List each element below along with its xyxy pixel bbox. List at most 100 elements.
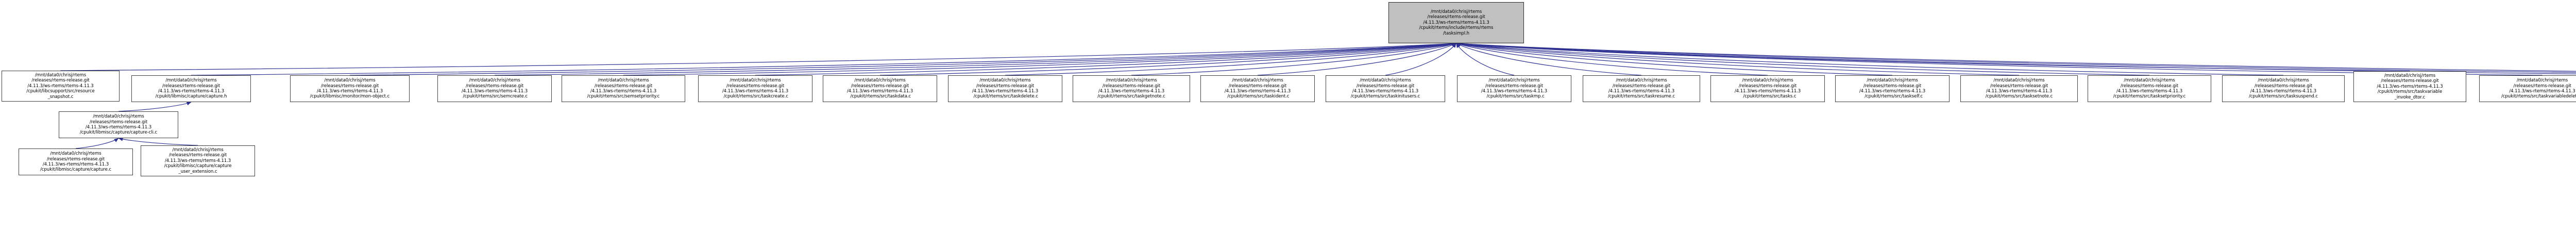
graph-node-line: /4.11.3/ws-rtems/rtems-4.11.3 xyxy=(1986,89,2053,94)
graph-node-line: /cpukit/libcsupport/src/resource xyxy=(26,89,95,94)
graph-node-line: /cpukit/libmisc/capture/capture.h xyxy=(155,94,227,100)
graph-node-line: /mnt/data0/chrisj/rtems xyxy=(1867,78,1918,84)
graph-node-line: /4.11.3/ws-rtems/rtems-4.11.3 xyxy=(1224,89,1291,94)
graph-edge xyxy=(1257,43,1456,76)
graph-node-line: /4.11.3/ws-rtems/rtems-4.11.3 xyxy=(1481,89,1548,94)
graph-node[interactable]: /mnt/data0/chrisj/rtems/releases/rtems-r… xyxy=(1583,75,1700,102)
graph-node-line: /mnt/data0/chrisj/rtems xyxy=(172,147,224,153)
graph-node[interactable]: /mnt/data0/chrisj/rtems/releases/rtems-r… xyxy=(1200,75,1315,102)
graph-node-line: /tasksimpl.h xyxy=(1443,30,1470,36)
graph-node-line: /4.11.3/ws-rtems/rtems-4.11.3 xyxy=(846,89,913,94)
graph-node-line: /4.11.3/ws-rtems/rtems-4.11.3 xyxy=(2509,89,2575,94)
graph-node[interactable]: /mnt/data0/chrisj/rtems/releases/rtems-r… xyxy=(290,75,410,102)
graph-node-line: /mnt/data0/chrisj/rtems xyxy=(1360,78,1411,84)
graph-node[interactable]: /mnt/data0/chrisj/rtems/releases/rtems-r… xyxy=(823,75,937,102)
graph-node[interactable]: /mnt/data0/chrisj/rtems/releases/rtems-r… xyxy=(1326,75,1445,102)
graph-node-line: /mnt/data0/chrisj/rtems xyxy=(1616,78,1667,84)
graph-node[interactable]: /mnt/data0/chrisj/rtems/releases/rtems-r… xyxy=(19,148,133,175)
graph-node-line: /mnt/data0/chrisj/rtems xyxy=(2384,73,2436,78)
graph-edge xyxy=(1456,42,2576,72)
graph-node-line: /mnt/data0/chrisj/rtems xyxy=(2516,78,2568,84)
graph-edge xyxy=(60,42,1456,71)
graph-node[interactable]: /mnt/data0/chrisj/rtems/releases/rtems-r… xyxy=(1835,75,1950,102)
graph-node-line: /cpukit/rtems/include/rtems/rtems xyxy=(1419,25,1494,31)
graph-node[interactable]: /mnt/data0/chrisj/rtems/releases/rtems-r… xyxy=(1073,75,1190,102)
graph-edge xyxy=(1456,42,2284,76)
graph-node-line: /mnt/data0/chrisj/rtems xyxy=(979,78,1031,84)
graph-edge xyxy=(118,137,198,146)
graph-node-line: /4.11.3/ws-rtems/rtems-4.11.3 xyxy=(316,89,383,94)
graph-node-line: /releases/rtems-release.git xyxy=(1990,83,2048,89)
graph-edge xyxy=(75,138,119,149)
graph-node-line: /releases/rtems-release.git xyxy=(31,78,90,84)
graph-node-line: /releases/rtems-release.git xyxy=(168,153,227,158)
graph-node-line: /4.11.3/ws-rtems/rtems-4.11.3 xyxy=(1352,89,1419,94)
graph-node-line: /4.11.3/ws-rtems/rtems-4.11.3 xyxy=(972,89,1039,94)
graph-node[interactable]: /mnt/data0/chrisj/rtems/releases/rtems-r… xyxy=(437,75,552,102)
graph-node[interactable]: /mnt/data0/chrisj/rtems/releases/rtems-r… xyxy=(1960,75,2078,102)
graph-node-line: /cpukit/rtems/src/taskdata.c xyxy=(849,94,911,100)
graph-node[interactable]: /mnt/data0/chrisj/rtems/releases/rtems-r… xyxy=(562,75,685,102)
graph-node-root[interactable]: /mnt/data0/chrisj/rtems/releases/rtems-r… xyxy=(1388,2,1524,43)
graph-node-line: /mnt/data0/chrisj/rtems xyxy=(35,72,87,78)
graph-edge xyxy=(349,42,1456,76)
graph-node-line: /mnt/data0/chrisj/rtems xyxy=(1993,78,2045,84)
graph-edge xyxy=(1456,42,2576,75)
graph-node-line: /cpukit/rtems/src/taskself.c xyxy=(1861,94,1923,100)
graph-node-line: /cpukit/rtems/src/tasksuspend.c xyxy=(2248,94,2318,100)
graph-node-line: /releases/rtems-release.git xyxy=(89,119,148,125)
graph-node-line: /mnt/data0/chrisj/rtems xyxy=(469,78,520,84)
graph-node-line: /4.11.3/ws-rtems/rtems-4.11.3 xyxy=(2116,89,2183,94)
graph-node-line: /cpukit/rtems/src/semsetpriority.c xyxy=(587,94,660,100)
graph-node-line: /releases/rtems-release.git xyxy=(1228,83,1287,89)
graph-node-line: /releases/rtems-release.git xyxy=(1738,83,1797,89)
graph-edge xyxy=(118,102,192,112)
graph-node-line: /cpukit/rtems/src/taskmp.c xyxy=(1484,94,1545,100)
graph-node-line: /releases/rtems-release.git xyxy=(320,83,379,89)
graph-node[interactable]: /mnt/data0/chrisj/rtems/releases/rtems-r… xyxy=(1710,75,1825,102)
graph-node[interactable]: /mnt/data0/chrisj/rtems/releases/rtems-r… xyxy=(948,75,1062,102)
graph-node[interactable]: /mnt/data0/chrisj/rtems/releases/rtems-r… xyxy=(2222,75,2345,102)
graph-node-line: /releases/rtems-release.git xyxy=(1427,14,1485,20)
graph-node-line: /4.11.3/ws-rtems/rtems-4.11.3 xyxy=(1859,89,1926,94)
graph-node[interactable]: /mnt/data0/chrisj/rtems/releases/rtems-r… xyxy=(141,145,255,176)
graph-edge xyxy=(191,42,1456,76)
graph-node[interactable]: /mnt/data0/chrisj/rtems/releases/rtems-r… xyxy=(131,75,251,102)
graph-node[interactable]: /mnt/data0/chrisj/rtems/releases/rtems-r… xyxy=(2353,71,2466,102)
graph-node-line: /cpukit/rtems/src/tasksetnote.c xyxy=(1985,94,2053,100)
graph-node[interactable]: /mnt/data0/chrisj/rtems/releases/rtems-r… xyxy=(59,111,178,138)
graph-node-line: _snapshot.c xyxy=(47,94,74,100)
graph-edge xyxy=(755,42,1456,76)
graph-node[interactable]: /mnt/data0/chrisj/rtems/releases/rtems-r… xyxy=(2,71,120,102)
graph-node-line: /cpukit/rtems/src/taskresume.c xyxy=(1607,94,1675,100)
graph-node-line: /mnt/data0/chrisj/rtems xyxy=(93,114,144,120)
graph-node-line: /4.11.3/ws-rtems/rtems-4.11.3 xyxy=(1734,89,1801,94)
graph-node[interactable]: /mnt/data0/chrisj/rtems/releases/rtems-r… xyxy=(1457,75,1571,102)
graph-edge xyxy=(1455,43,1515,76)
graph-edge xyxy=(1456,42,2543,76)
graph-node-line: /cpukit/rtems/src/tasksetpriority.c xyxy=(2113,94,2186,100)
graph-node-line: /cpukit/rtems/src/taskvariable xyxy=(2377,89,2443,95)
graph-node-line: /releases/rtems-release.git xyxy=(162,83,221,89)
graph-node[interactable]: /mnt/data0/chrisj/rtems/releases/rtems-r… xyxy=(2088,75,2211,102)
graph-node[interactable]: /mnt/data0/chrisj/rtems/releases/rtems-r… xyxy=(698,75,812,102)
graph-node-line: /mnt/data0/chrisj/rtems xyxy=(1430,9,1482,14)
graph-node-line: /releases/rtems-release.git xyxy=(1485,83,1544,89)
graph-edge xyxy=(879,42,1456,76)
graph-node-line: _user_extension.c xyxy=(178,169,217,174)
graph-node-line: /releases/rtems-release.git xyxy=(46,156,105,162)
graph-node[interactable]: /mnt/data0/chrisj/rtems/releases/rtems-r… xyxy=(2479,75,2576,102)
graph-edge xyxy=(1005,42,1456,76)
graph-node-line: /mnt/data0/chrisj/rtems xyxy=(2124,78,2175,84)
graph-node-line: /cpukit/rtems/src/taskgetnote.c xyxy=(1097,94,1165,100)
graph-node-line: /releases/rtems-release.git xyxy=(726,83,785,89)
graph-node-line: /mnt/data0/chrisj/rtems xyxy=(1742,78,1793,84)
graph-node-line: /4.11.3/ws-rtems/rtems-4.11.3 xyxy=(27,83,94,89)
graph-edge xyxy=(1456,42,2576,73)
graph-edge xyxy=(1385,43,1456,76)
graph-node-line: /4.11.3/ws-rtems/rtems-4.11.3 xyxy=(1608,89,1675,94)
graph-node-line: /mnt/data0/chrisj/rtems xyxy=(1488,78,1540,84)
graph-node-line: /4.11.3/ws-rtems/rtems-4.11.3 xyxy=(164,158,231,163)
graph-node-line: /cpukit/libmisc/monitor/mon-object.c xyxy=(310,94,390,100)
